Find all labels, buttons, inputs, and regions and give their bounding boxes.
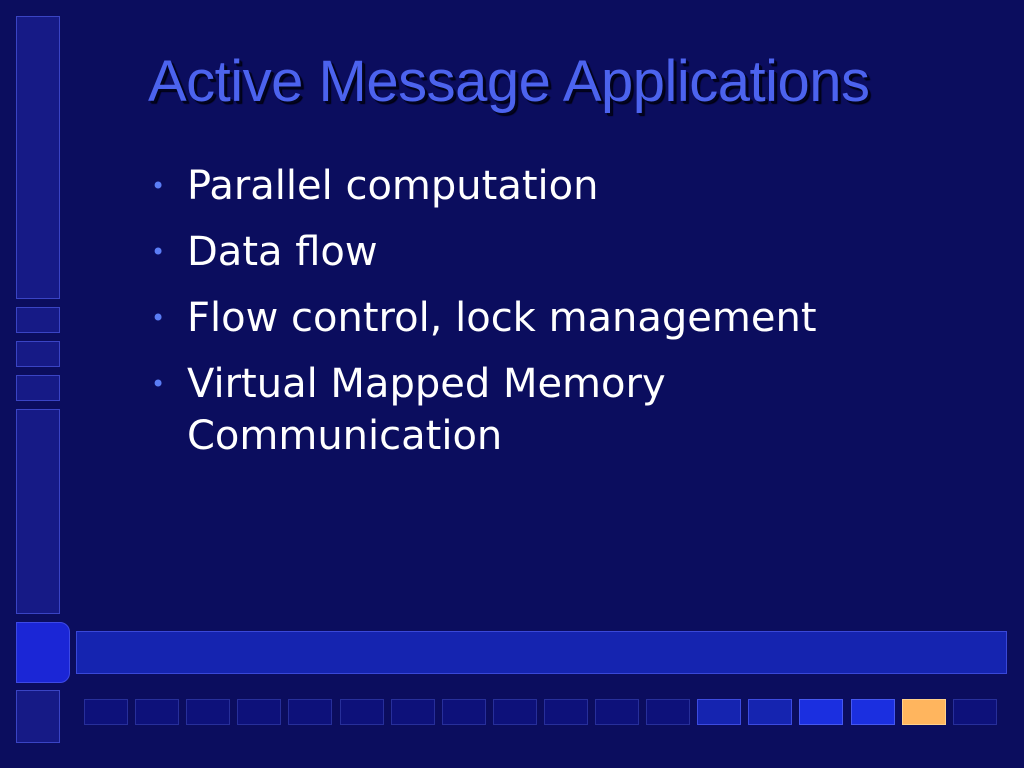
bullet-item: • Virtual Mapped Memory Communication <box>145 358 985 462</box>
footer-square <box>850 699 895 725</box>
bullet-marker-icon: • <box>151 370 166 398</box>
footer-square <box>84 699 128 725</box>
footer-square <box>492 699 537 725</box>
bullet-marker-icon: • <box>151 304 166 332</box>
footer-square <box>595 699 639 725</box>
footer-square <box>390 699 435 725</box>
footer-square <box>441 699 486 725</box>
footer-square <box>237 699 282 725</box>
footer-square <box>288 699 333 725</box>
footer-square <box>697 699 742 725</box>
bullet-item: • Data flow <box>145 226 985 278</box>
footer-square <box>339 699 384 725</box>
frame-left-bottom-panel <box>16 690 60 743</box>
bullet-item: • Flow control, lock management <box>145 292 985 344</box>
footer-square <box>748 699 793 725</box>
frame-left-small-panel-2 <box>16 341 60 367</box>
footer-square <box>543 699 588 725</box>
bullet-text: Parallel computation <box>187 163 599 209</box>
bullet-text: Virtual Mapped Memory Communication <box>187 361 666 459</box>
bullet-item: • Parallel computation <box>145 160 985 212</box>
frame-left-small-panel-1 <box>16 307 60 333</box>
footer-square <box>952 699 997 725</box>
frame-bottom-bar <box>76 631 1007 674</box>
footer-square <box>135 699 180 725</box>
bullet-list: • Parallel computation • Data flow • Flow c… <box>145 160 985 476</box>
frame-left-tall-panel <box>16 16 60 299</box>
bullet-marker-icon: • <box>151 238 166 266</box>
frame-left-small-panel-3 <box>16 375 60 401</box>
footer-square <box>799 699 844 725</box>
frame-corner-connector <box>16 622 70 683</box>
bullet-text: Data flow <box>187 229 378 275</box>
frame-left-mid-panel <box>16 409 60 614</box>
bullet-marker-icon: • <box>151 172 166 200</box>
bullet-text: Flow control, lock management <box>187 295 817 341</box>
slide-title: Active Message Applications <box>148 49 870 114</box>
footer-square <box>901 699 946 725</box>
footer-square <box>646 699 691 725</box>
footer-square <box>186 699 231 725</box>
